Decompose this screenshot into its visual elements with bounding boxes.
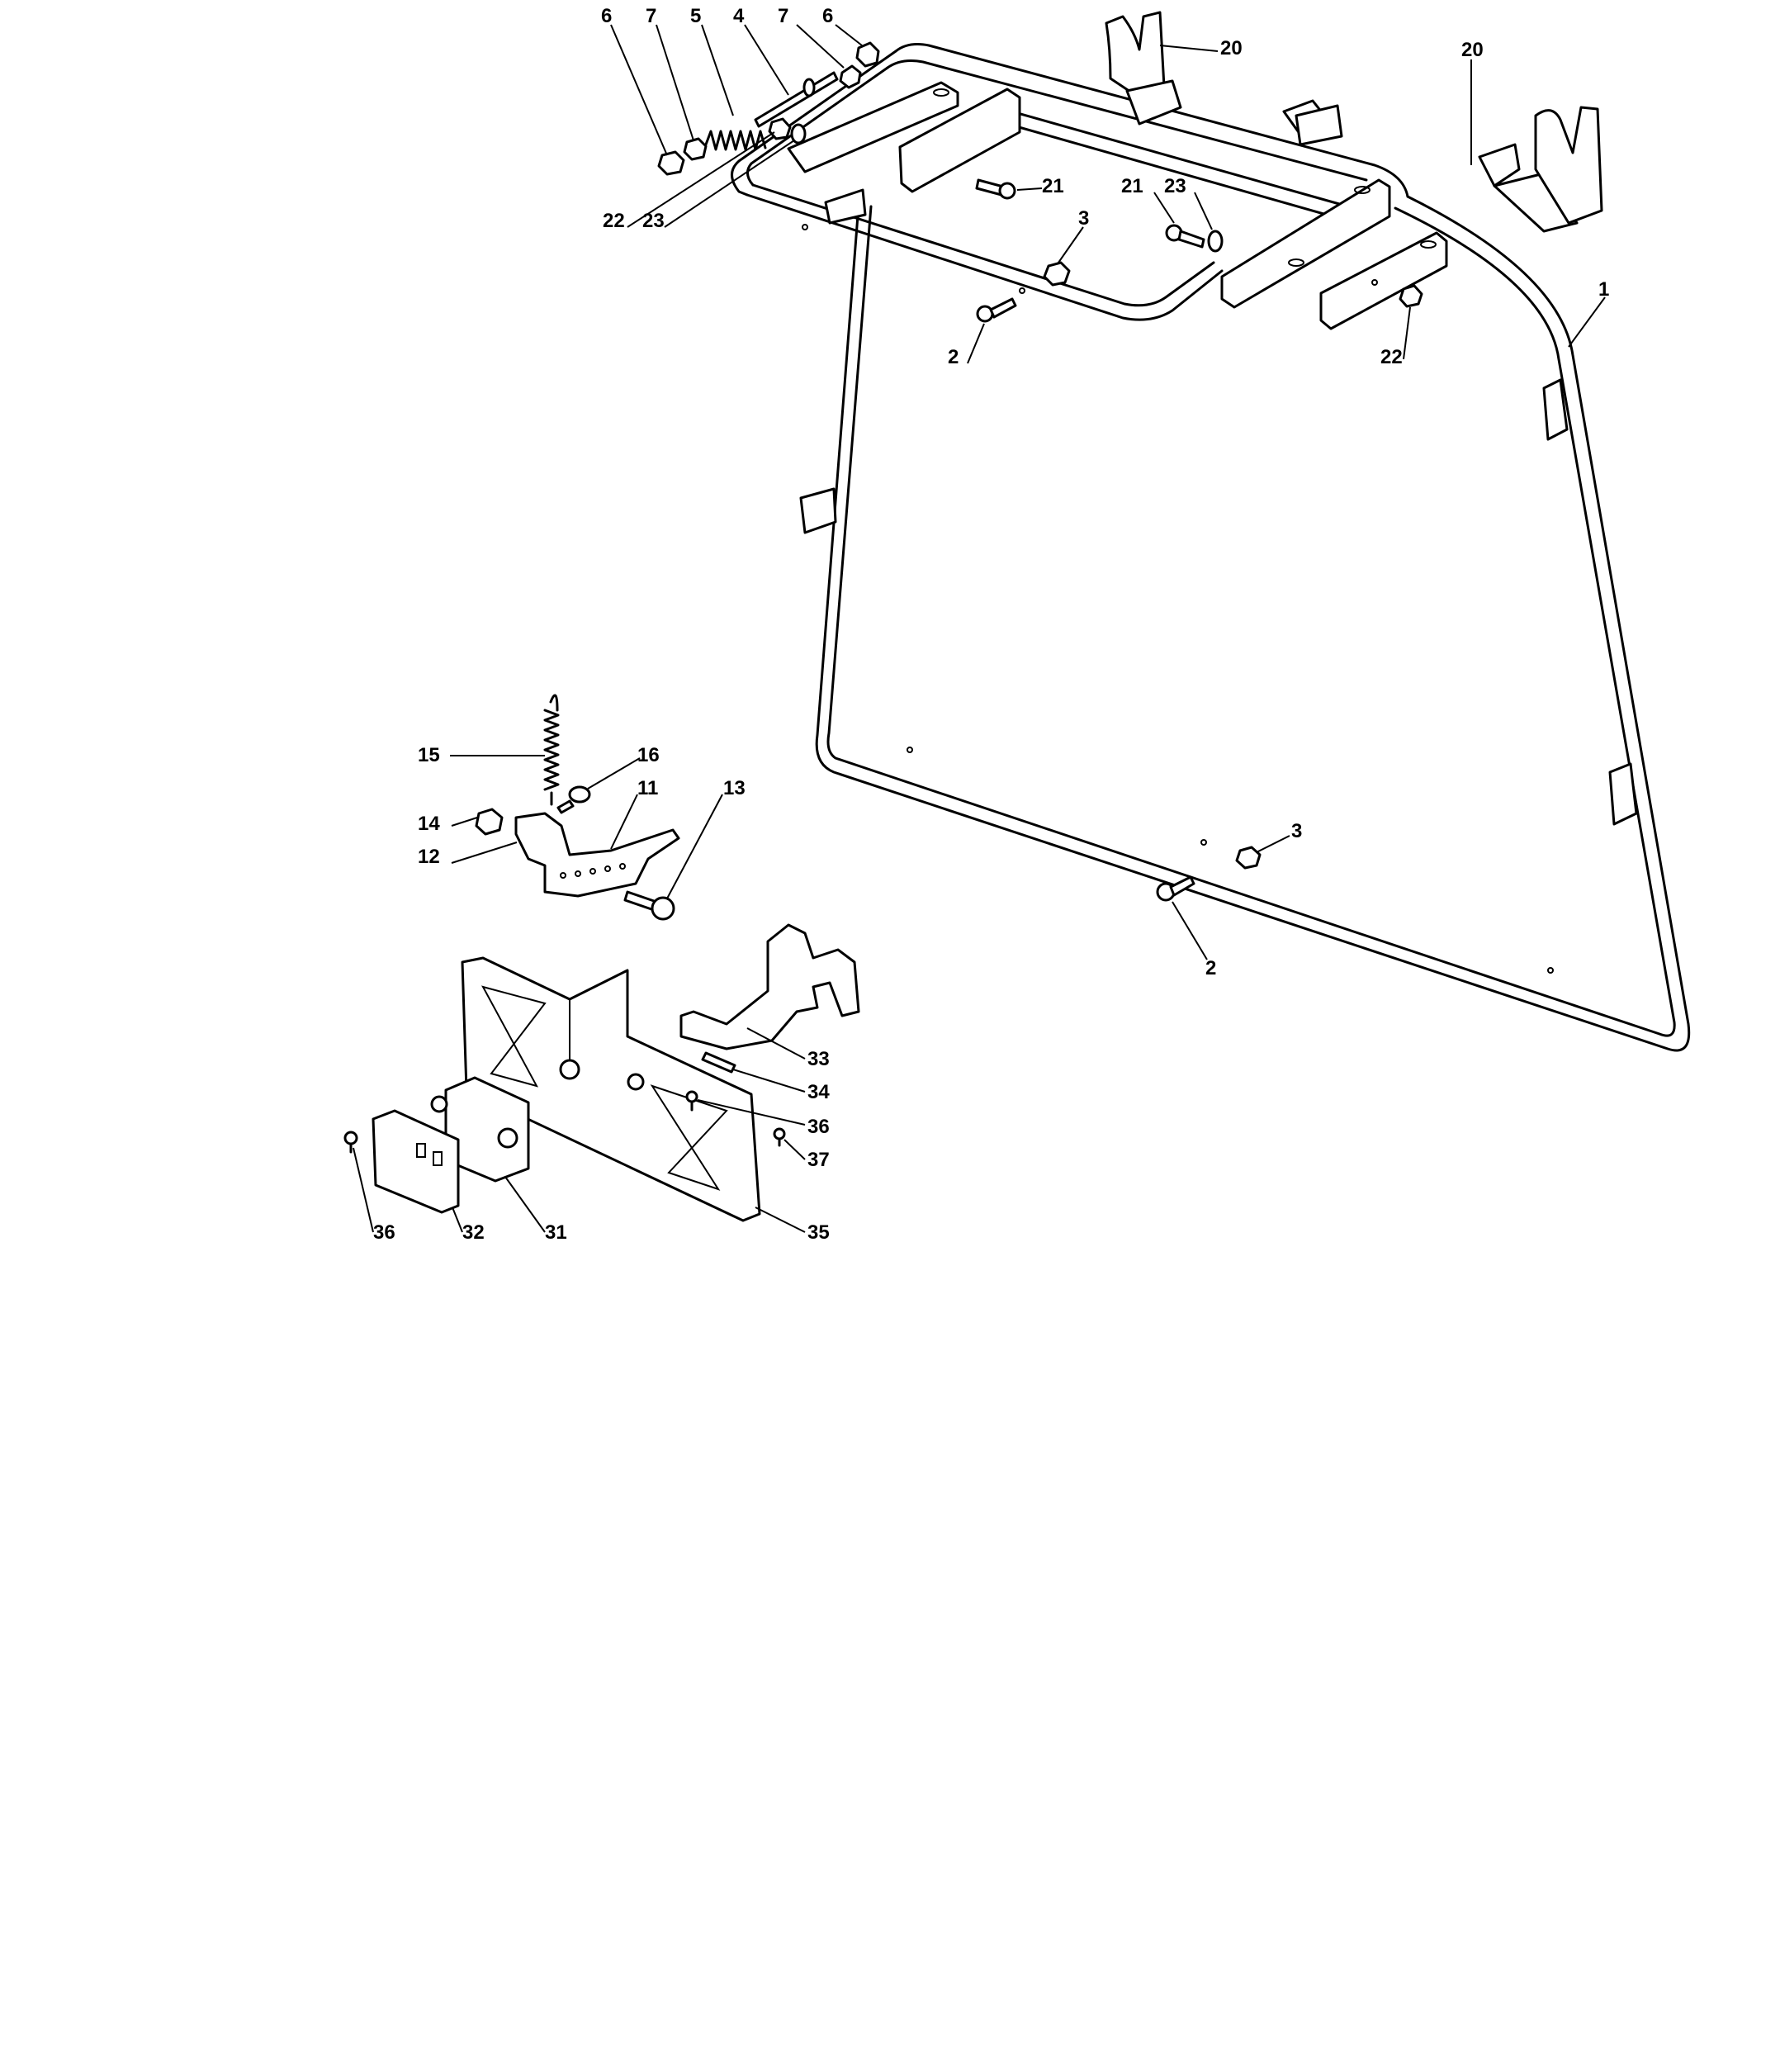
nut-3b-icon — [1235, 846, 1262, 870]
callout-6a: 6 — [601, 5, 612, 27]
callout-36b: 36 — [373, 1221, 395, 1244]
callout-11: 11 — [637, 777, 658, 799]
frame-side-plates — [787, 81, 1448, 330]
base-plate-35-icon — [461, 956, 761, 1222]
callout-21b: 21 — [1121, 175, 1143, 197]
callout-31: 31 — [545, 1221, 567, 1244]
callout-32: 32 — [462, 1221, 485, 1244]
bolt-2b-icon — [1156, 875, 1195, 902]
nut-22b-icon — [1399, 284, 1423, 308]
callout-7a: 7 — [646, 5, 656, 27]
screw-37-icon — [773, 1127, 786, 1147]
callout-1: 1 — [1598, 278, 1609, 301]
nut-7b-icon — [839, 64, 862, 89]
screw-36b-icon — [343, 1131, 358, 1154]
callout-14: 14 — [418, 813, 440, 835]
screw-36a-icon — [685, 1090, 698, 1112]
callout-2a: 2 — [948, 346, 959, 368]
callout-15: 15 — [418, 744, 440, 766]
washer-23b-icon — [1207, 230, 1224, 253]
spring-5-icon — [704, 130, 767, 151]
callout-23a: 23 — [642, 210, 665, 232]
leader-lines — [353, 24, 1606, 1233]
frame-hardware — [975, 178, 1423, 902]
callout-36a: 36 — [807, 1116, 830, 1138]
callout-33: 33 — [807, 1048, 830, 1070]
nut-22a-icon — [768, 117, 792, 140]
callout-20b: 20 — [1461, 39, 1484, 61]
callout-34: 34 — [807, 1081, 830, 1103]
callout-5: 5 — [690, 5, 701, 27]
spring-rod-assembly — [657, 41, 880, 176]
callout-37: 37 — [807, 1149, 830, 1171]
main-frame — [731, 43, 1691, 1052]
nut-6a-icon — [657, 150, 685, 176]
bracket-assembly — [343, 923, 860, 1222]
callout-22a: 22 — [603, 210, 625, 232]
rod-4-icon — [754, 71, 839, 128]
hook-brackets — [1105, 11, 1603, 233]
callout-7b: 7 — [778, 5, 788, 27]
callout-3a: 3 — [1078, 207, 1089, 230]
callout-20a: 20 — [1220, 37, 1243, 59]
lever-11-icon — [514, 812, 680, 898]
callout-23b: 23 — [1164, 175, 1186, 197]
callout-4: 4 — [733, 5, 745, 27]
nut-6b-icon — [855, 41, 880, 68]
callout-labels: 6 7 5 4 7 6 20 20 22 23 21 21 23 3 1 2 2… — [373, 5, 1609, 1244]
callout-12: 12 — [418, 846, 440, 868]
bolt-21b-icon — [1165, 224, 1205, 249]
frame-holes — [802, 224, 1554, 974]
callout-22b: 22 — [1380, 346, 1403, 368]
bolt-13-icon — [623, 890, 675, 921]
callout-35: 35 — [807, 1221, 830, 1244]
callout-21a: 21 — [1042, 175, 1064, 197]
callout-16: 16 — [637, 744, 660, 766]
washer-23a-icon — [790, 123, 807, 145]
nut-7a-icon — [683, 137, 708, 161]
callout-2b: 2 — [1205, 957, 1216, 979]
callout-3b: 3 — [1291, 820, 1302, 842]
bolt-2a-icon — [976, 297, 1017, 323]
pin-34-icon — [701, 1051, 736, 1074]
lever-assembly — [475, 694, 680, 921]
screw-16-icon — [556, 785, 591, 814]
nut-3a-icon — [1043, 261, 1071, 287]
bracket-33-icon — [679, 923, 860, 1050]
frame-tabs — [799, 104, 1638, 826]
callout-6b: 6 — [822, 5, 833, 27]
callout-13: 13 — [723, 777, 746, 799]
bolt-21a-icon — [975, 178, 1016, 200]
cover-32-icon — [372, 1109, 460, 1214]
nut-14-icon — [475, 808, 504, 836]
spring-15-icon — [543, 694, 560, 806]
